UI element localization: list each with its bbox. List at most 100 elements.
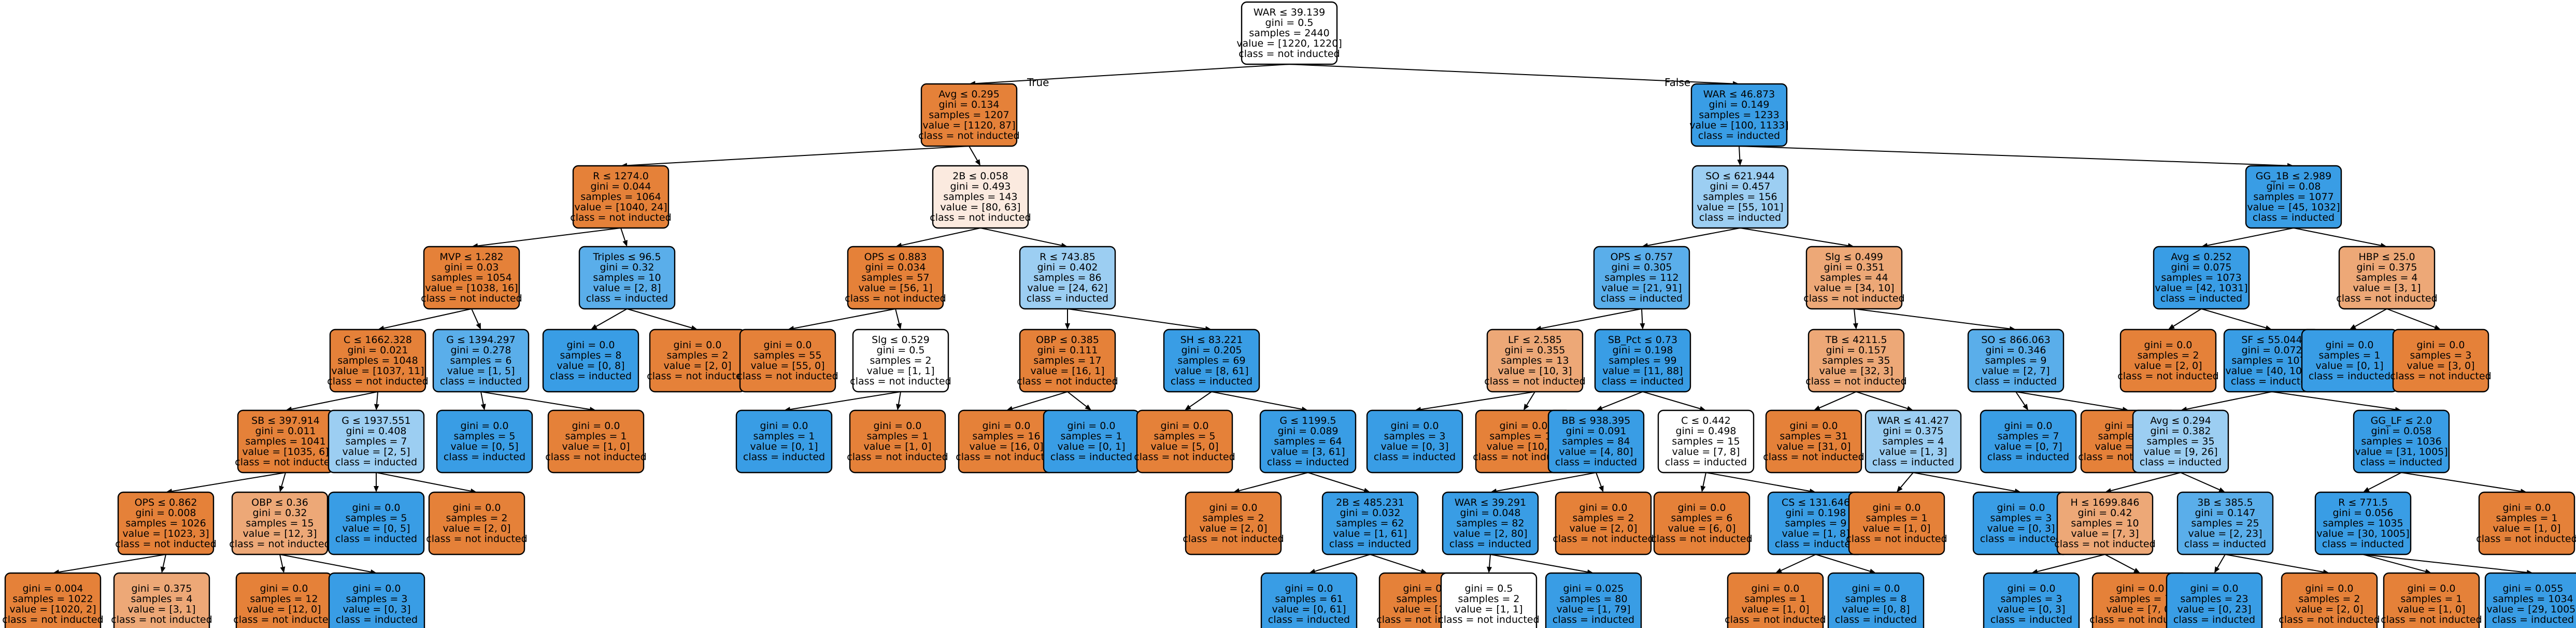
node-text-line: gini = 0.305 bbox=[1611, 262, 1672, 273]
node-text-line: gini = 0.0 bbox=[1391, 420, 1439, 432]
node-text-line: samples = 1054 bbox=[431, 272, 511, 283]
node-text-line: class = not inducted bbox=[1846, 533, 1947, 545]
tree-edge bbox=[2180, 472, 2220, 491]
node-text-line: samples = 1071 bbox=[2231, 355, 2312, 366]
node-text-line: value = [1, 0] bbox=[1742, 604, 1810, 615]
tree-edge bbox=[477, 227, 621, 247]
edge-arrowhead bbox=[374, 486, 379, 492]
node-text-line: value = [1, 0] bbox=[2398, 604, 2466, 615]
node-box bbox=[2166, 572, 2263, 628]
tree-edge bbox=[895, 308, 900, 324]
true-branch-label: True bbox=[1027, 76, 1049, 89]
tree-edge bbox=[901, 227, 981, 246]
node-text-line: gini = 0.0 bbox=[1161, 420, 1209, 432]
node-box bbox=[117, 491, 215, 555]
node-text-line: GG_LF ≤ 2.0 bbox=[2371, 415, 2432, 426]
tree-edge bbox=[480, 391, 484, 405]
tree-edge bbox=[595, 308, 628, 327]
node-text-line: class = inducted bbox=[1872, 456, 1954, 468]
node-text-line: value = [12, 0] bbox=[247, 604, 321, 615]
node-text-line: gini = 0.402 bbox=[1037, 262, 1098, 273]
node-text-line: class = inducted bbox=[1602, 376, 1684, 387]
node-text-line: samples = 69 bbox=[1177, 355, 1245, 366]
edge-arrowhead bbox=[1085, 404, 1091, 410]
node-text-line: gini = 0.034 bbox=[865, 262, 926, 273]
node-text-line: gini = 0.278 bbox=[450, 345, 511, 356]
node-text-line: samples = 1036 bbox=[2361, 436, 2441, 447]
tree-edge bbox=[627, 308, 692, 329]
node-text-line: value = [11, 88] bbox=[1602, 365, 1683, 377]
node-text-line: value = [2, 80] bbox=[1453, 528, 1527, 539]
node-text-line: gini = 0.056 bbox=[2332, 507, 2393, 519]
node-text-line: class = not inducted bbox=[1725, 614, 1826, 625]
tree-edge bbox=[2386, 308, 2436, 328]
node-text-line: class = not inducted bbox=[2476, 533, 2576, 545]
tree-edge bbox=[279, 554, 371, 573]
tree-edge bbox=[2293, 227, 2381, 246]
node-text-line: value = [8, 61] bbox=[1174, 365, 1248, 377]
node-text-line: samples = 3 bbox=[1384, 431, 1445, 442]
node-text-line: gini = 0.0 bbox=[1852, 583, 1900, 594]
node-box bbox=[113, 572, 210, 628]
node-text-line: gini = 0.5 bbox=[1465, 583, 1513, 594]
node-text-line: value = [34, 10] bbox=[1814, 282, 1894, 294]
edge-arrowhead bbox=[1700, 486, 1706, 492]
node-box bbox=[328, 572, 425, 628]
node-text-line: gini = 0.32 bbox=[253, 507, 307, 519]
node-box bbox=[2338, 246, 2436, 310]
node-text-line: GG_1B ≤ 2.989 bbox=[2256, 170, 2331, 182]
edge-arrowhead bbox=[1524, 404, 1529, 410]
node-text-line: samples = 3 bbox=[2000, 593, 2062, 605]
node-text-line: value = [80, 63] bbox=[940, 202, 1020, 213]
node-text-line: gini = 0.021 bbox=[347, 345, 408, 356]
node-text-line: gini = 0.0 bbox=[352, 502, 401, 513]
node-box bbox=[2478, 491, 2575, 555]
node-text-line: samples = 5 bbox=[453, 431, 515, 442]
tree-edge bbox=[969, 146, 978, 161]
node-box bbox=[2484, 572, 2576, 628]
tree-edge bbox=[1490, 554, 1588, 573]
edge-arrowhead bbox=[2363, 487, 2370, 492]
node-text-line: value = [1020, 2] bbox=[9, 604, 96, 615]
node-box bbox=[4, 572, 102, 628]
node-text-line: samples = 2440 bbox=[1249, 27, 1329, 39]
tree-edge bbox=[376, 472, 471, 492]
node-text-line: value = [10, 0] bbox=[1486, 441, 1560, 452]
tree-edge bbox=[2201, 308, 2266, 329]
node-text-line: class = not inducted bbox=[918, 130, 1019, 141]
node-text-line: G ≤ 1937.551 bbox=[341, 415, 410, 426]
node-text-line: samples = 16 bbox=[972, 431, 1040, 442]
node-text-line: gini = 0.111 bbox=[1037, 345, 1098, 356]
tree-edge bbox=[2111, 472, 2181, 491]
node-text-line: class = inducted bbox=[1027, 293, 1108, 304]
node-box bbox=[739, 329, 836, 393]
node-box bbox=[1808, 329, 1905, 393]
tree-edge bbox=[59, 554, 166, 573]
node-text-line: value = [100, 1133] bbox=[1689, 120, 1788, 131]
tree-edge bbox=[1642, 391, 1700, 409]
node-text-line: value = [10, 3] bbox=[1498, 365, 1572, 377]
node-text-line: gini = 0.0 bbox=[2417, 339, 2465, 351]
tree-edge bbox=[790, 391, 901, 410]
node-text-line: samples = 2 bbox=[1458, 593, 1519, 605]
node-text-line: class = inducted bbox=[2492, 614, 2574, 625]
node-text-line: class = inducted bbox=[2231, 376, 2313, 387]
tree-edge bbox=[1211, 391, 1302, 410]
node-text-line: samples = 2 bbox=[1202, 512, 1264, 524]
node-text-line: gini = 0.205 bbox=[1181, 345, 1242, 356]
node-text-line: value = [21, 91] bbox=[1601, 282, 1682, 294]
node-text-line: class = not inducted bbox=[327, 376, 428, 387]
